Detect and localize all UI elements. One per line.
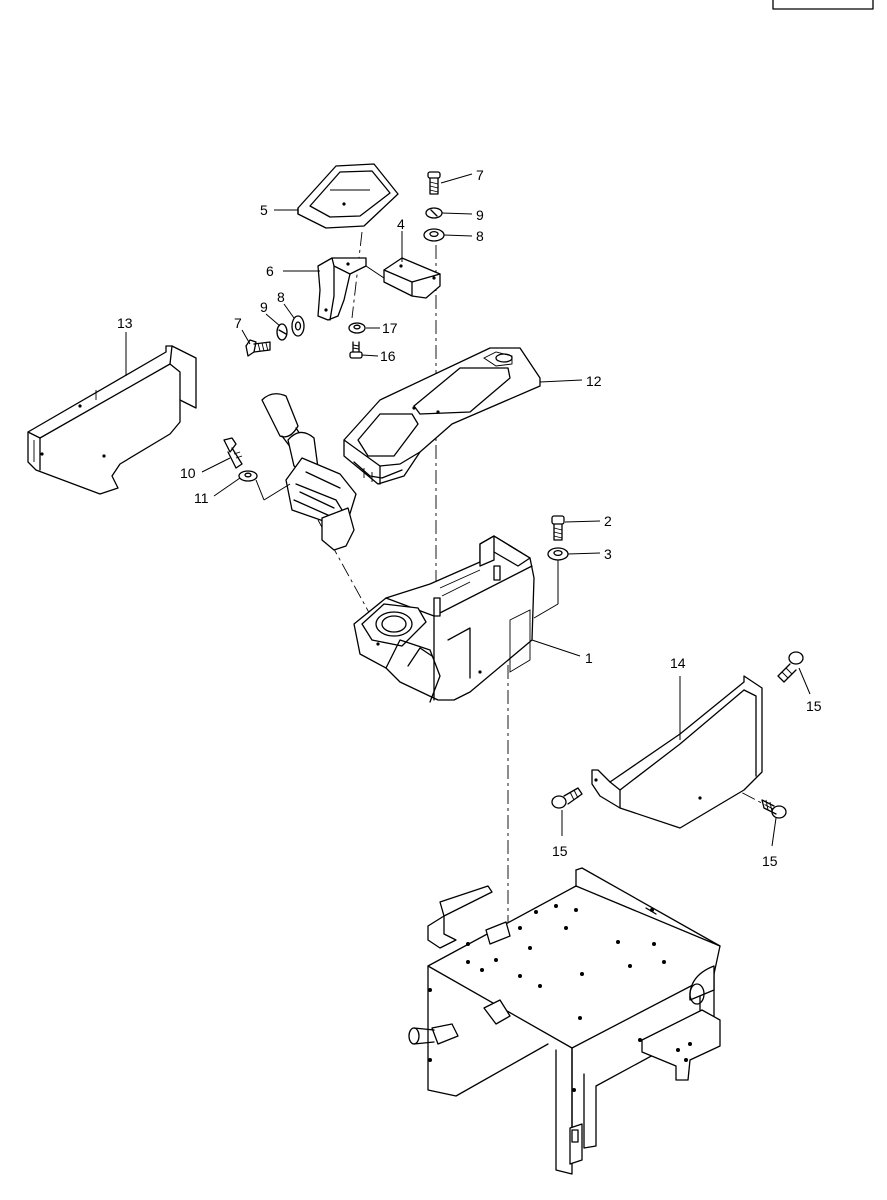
washer-11 [238,470,258,482]
bolt-15-left [551,787,583,809]
base-frame [408,867,721,1175]
callout-17: 17 [382,320,398,336]
callout-13: 13 [117,315,133,331]
callout-9-top: 9 [476,207,484,223]
callout-8-left: 8 [277,289,285,305]
bolt-7-left [245,339,271,357]
callout-11: 11 [194,490,209,506]
callout-5: 5 [260,202,268,218]
part-12-console-top [343,347,541,485]
callout-7-left: 7 [234,315,242,331]
callout-4: 4 [397,216,405,232]
lockwasher-9-left [276,323,288,341]
callout-15-bottom: 15 [762,853,778,869]
screw-16 [349,341,363,359]
bolt-10 [223,437,243,469]
part-1-console-frame [353,535,535,703]
bolt-15-right [777,651,804,683]
washer-3 [547,547,569,561]
callout-1: 1 [585,650,593,666]
part-4-bracket [383,257,441,299]
washer-8-top [423,228,445,242]
callout-15-left: 15 [552,843,568,859]
part-5-cover [297,163,399,229]
callout-14: 14 [670,655,686,671]
lockwasher-9-top [425,207,443,219]
part-14-side-cover [591,675,763,829]
callout-9-left: 9 [260,299,268,315]
bolt-15-bottom [761,799,787,819]
washer-8-left [291,315,305,337]
corner-box [772,0,874,10]
part-13-side-cover [27,345,197,495]
callout-2: 2 [604,513,612,529]
callout-15-right: 15 [806,698,822,714]
joystick-lever [261,393,357,551]
callout-7-top: 7 [476,167,484,183]
washer-17 [348,322,366,334]
callout-8-top: 8 [476,228,484,244]
part-6-bracket [317,257,367,321]
callouts: 7 9 8 5 4 6 9 8 7 17 16 13 12 10 11 2 3 … [117,167,822,869]
bolt-7-top [427,171,441,195]
callout-16: 16 [380,348,396,364]
leader-lines [125,173,811,847]
bolt-2 [551,515,565,541]
callout-12: 12 [586,373,602,389]
callout-6: 6 [266,263,274,279]
callout-3: 3 [604,546,612,562]
callout-10: 10 [180,465,196,481]
